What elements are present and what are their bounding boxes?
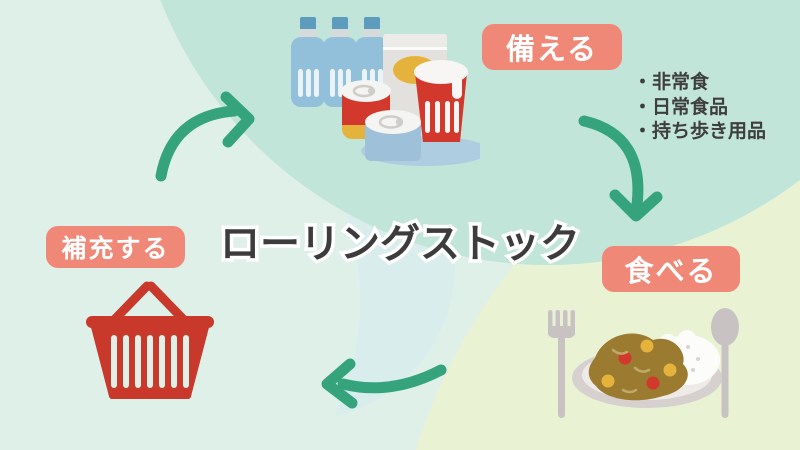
- arrow-eat-to-restock-icon: [321, 358, 447, 409]
- note-item: ・非常食: [633, 72, 710, 93]
- arrow-prepare-to-eat-icon: [578, 115, 663, 222]
- page-title: ローリングストック ローリングストック: [200, 211, 600, 270]
- note-item: ・持ち歩き用品: [633, 121, 767, 142]
- prepare-notes-list: ・非常食 ・日常食品 ・持ち歩き用品: [633, 71, 766, 145]
- label-eat-text: 食べる: [624, 256, 718, 288]
- label-restock: 補充する: [46, 226, 185, 268]
- label-restock-text: 補充する: [61, 235, 170, 263]
- arrow-restock-to-prepare-icon: [155, 91, 255, 182]
- page-title-outline: ローリングストック: [217, 219, 584, 270]
- food-stock-illustration: [291, 17, 480, 166]
- canned-fish-icon: [365, 110, 421, 161]
- spoon-icon: [711, 308, 739, 418]
- label-eat: 食べる: [602, 246, 740, 292]
- label-prepare-text: 備える: [505, 34, 599, 66]
- fork-icon: [548, 310, 575, 418]
- curry-plate-illustration: [548, 308, 739, 418]
- curry-plate-icon: [572, 330, 722, 408]
- label-prepare: 備える: [482, 24, 622, 70]
- curry: [588, 333, 688, 401]
- cup-noodle-icon: [414, 60, 468, 142]
- page-title-text: ローリングストック: [220, 222, 580, 266]
- note-item: ・日常食品: [633, 96, 729, 118]
- shopping-basket-icon: [86, 281, 214, 399]
